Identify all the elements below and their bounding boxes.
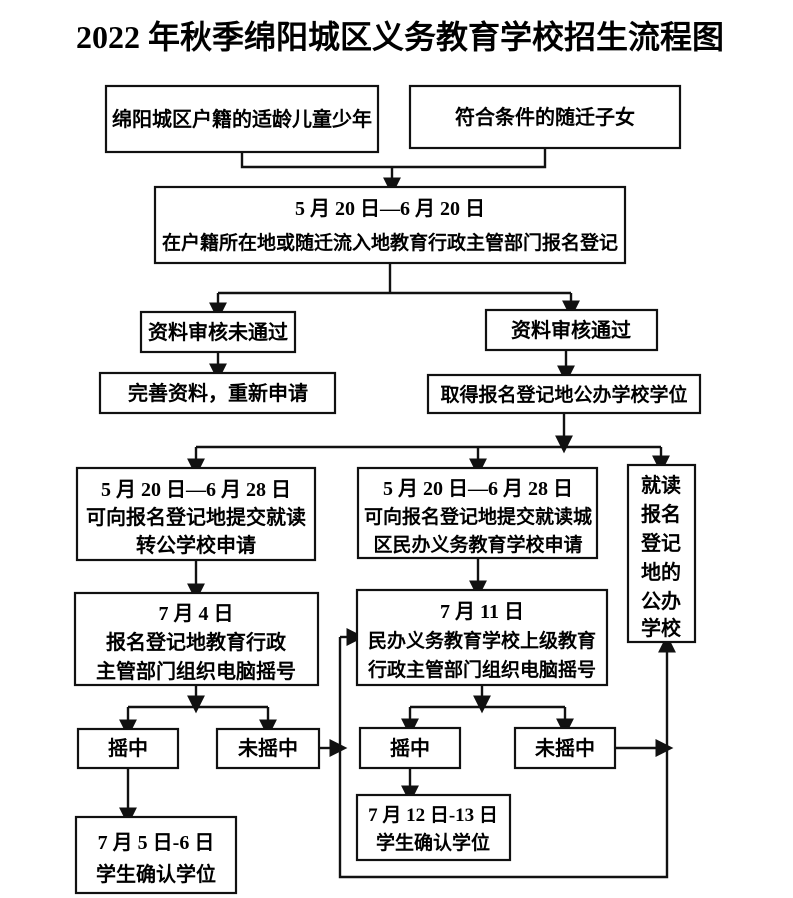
node-public-lottery-box — [73, 591, 320, 687]
node-private-lost-box — [513, 726, 617, 770]
node-obtain-public-seat: 取得报名登记地公办学校学位 — [426, 373, 702, 415]
node-public-lost: 未摇中 — [215, 727, 321, 770]
node-registration-box — [153, 185, 627, 265]
node-apply-transfer-public-line1: 5 月 20 日—6 月 28 日 — [101, 479, 291, 501]
node-public-won-box — [76, 727, 180, 770]
node-review-passed-label: 资料审核通过 — [511, 318, 631, 342]
node-registration: 5 月 20 日—6 月 20 日 在户籍所在地或随迁流入地教育行政主管部门报名… — [153, 185, 627, 265]
node-attend-registered-public-box — [626, 463, 697, 644]
node-public-lottery-line3: 主管部门组织电脑摇号 — [96, 659, 296, 683]
node-apply-transfer-public: 5 月 20 日—6 月 28 日 可向报名登记地提交就读 转公学校申请 — [75, 466, 317, 562]
node-attend-registered-public: 就读 报名 登记 地的 公办 学校 — [626, 463, 697, 644]
node-public-won-label: 摇中 — [108, 736, 148, 760]
node-review-failed-box — [139, 310, 297, 354]
node-apply-transfer-public-line2: 可向报名登记地提交就读 — [86, 505, 306, 529]
node-public-lottery-line1: 7 月 4 日 — [159, 603, 234, 625]
node-review-failed: 资料审核未通过 — [139, 310, 297, 354]
node-attend-registered-public-line2: 报名 — [641, 502, 681, 526]
node-apply-private-line2: 可向报名登记地提交就读城 — [364, 505, 592, 528]
node-public-lottery-line2: 报名登记地教育行政 — [106, 630, 287, 654]
node-private-won: 摇中 — [358, 726, 462, 770]
node-private-lottery-line2: 民办义务教育学校上级教育 — [368, 629, 596, 652]
connectors — [119, 148, 676, 879]
connector-merge-top — [240, 148, 547, 169]
node-eligible-children-label: 绵阳城区户籍的适龄儿童少年 — [112, 107, 372, 131]
node-apply-private-line1: 5 月 20 日—6 月 28 日 — [383, 478, 573, 500]
node-attend-registered-public-line4: 地的 — [641, 560, 681, 584]
node-apply-private: 5 月 20 日—6 月 28 日 可向报名登记地提交就读城 区民办义务教育学校… — [356, 466, 599, 560]
node-private-confirm-line2: 学生确认学位 — [376, 831, 490, 854]
node-migrant-children-box — [408, 84, 682, 150]
node-migrant-children: 符合条件的随迁子女 — [408, 84, 682, 150]
node-private-confirm-line1: 7 月 12 日-13 日 — [368, 805, 498, 826]
node-review-passed: 资料审核通过 — [484, 308, 659, 352]
node-public-lost-label: 未摇中 — [238, 736, 298, 760]
node-review-failed-label: 资料审核未通过 — [148, 320, 288, 344]
connector-bottom-loop-to-attend-public — [338, 634, 676, 879]
diagram-title: 2022 年秋季绵阳城区义务教育学校招生流程图 — [76, 19, 724, 55]
node-private-lottery-box — [355, 588, 609, 687]
node-private-lost-label: 未摇中 — [535, 736, 595, 760]
node-private-won-label: 摇中 — [390, 736, 430, 760]
node-registration-line2: 在户籍所在地或随迁流入地教育行政主管部门报名登记 — [162, 231, 618, 254]
node-registration-line1: 5 月 20 日—6 月 20 日 — [295, 198, 485, 220]
node-resubmit-label: 完善资料，重新申请 — [128, 381, 308, 405]
node-apply-transfer-public-box — [75, 466, 317, 562]
node-attend-registered-public-line6: 学校 — [641, 616, 682, 640]
node-public-confirm: 7 月 5 日-6 日 学生确认学位 — [74, 815, 238, 895]
node-eligible-children-box — [104, 84, 380, 154]
node-obtain-public-seat-label: 取得报名登记地公办学校学位 — [440, 383, 687, 406]
node-eligible-children: 绵阳城区户籍的适龄儿童少年 — [104, 84, 380, 154]
node-private-lottery-line3: 行政主管部门组织电脑摇号 — [367, 658, 596, 681]
node-private-lost: 未摇中 — [513, 726, 617, 770]
node-private-confirm-box — [355, 793, 512, 862]
node-attend-registered-public-line5: 公办 — [641, 589, 681, 613]
node-apply-transfer-public-line3: 转公学校申请 — [136, 533, 256, 557]
node-attend-registered-public-line3: 登记 — [640, 531, 681, 555]
node-apply-private-box — [356, 466, 599, 560]
node-resubmit-box — [98, 371, 337, 415]
node-resubmit: 完善资料，重新申请 — [98, 371, 337, 415]
node-public-lottery: 7 月 4 日 报名登记地教育行政 主管部门组织电脑摇号 — [73, 591, 320, 687]
node-public-confirm-box — [74, 815, 238, 895]
node-public-won: 摇中 — [76, 727, 180, 770]
node-private-lottery: 7 月 11 日 民办义务教育学校上级教育 行政主管部门组织电脑摇号 — [355, 588, 609, 687]
node-obtain-public-seat-box — [426, 373, 702, 415]
node-public-confirm-line2: 学生确认学位 — [96, 862, 216, 886]
node-attend-registered-public-line1: 就读 — [641, 473, 681, 497]
node-private-lottery-line1: 7 月 11 日 — [440, 601, 524, 623]
node-review-passed-box — [484, 308, 659, 352]
node-private-won-box — [358, 726, 462, 770]
node-public-lost-box — [215, 727, 321, 770]
node-public-confirm-line1: 7 月 5 日-6 日 — [98, 832, 215, 854]
node-private-confirm: 7 月 12 日-13 日 学生确认学位 — [355, 793, 512, 862]
node-apply-private-line3: 区民办义务教育学校申请 — [373, 533, 582, 556]
node-migrant-children-label: 符合条件的随迁子女 — [455, 105, 635, 129]
